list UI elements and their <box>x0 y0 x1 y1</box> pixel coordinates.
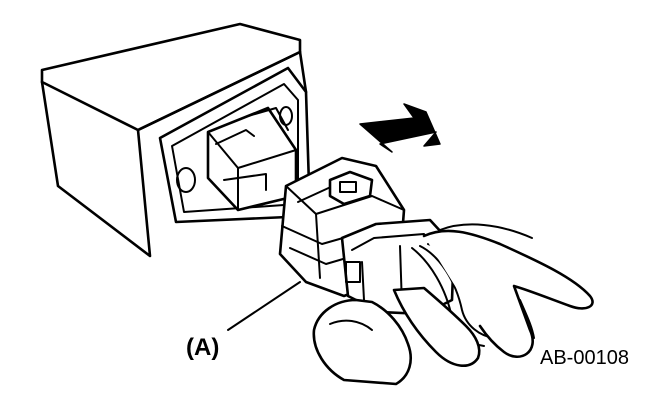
figure-code: AB-00108 <box>540 347 629 369</box>
control-unit <box>40 22 308 258</box>
insert-arrow <box>359 103 441 153</box>
callout-label: (A) <box>186 334 220 361</box>
callout-leader <box>227 281 301 331</box>
hand <box>312 223 594 386</box>
unit-socket <box>206 106 298 212</box>
